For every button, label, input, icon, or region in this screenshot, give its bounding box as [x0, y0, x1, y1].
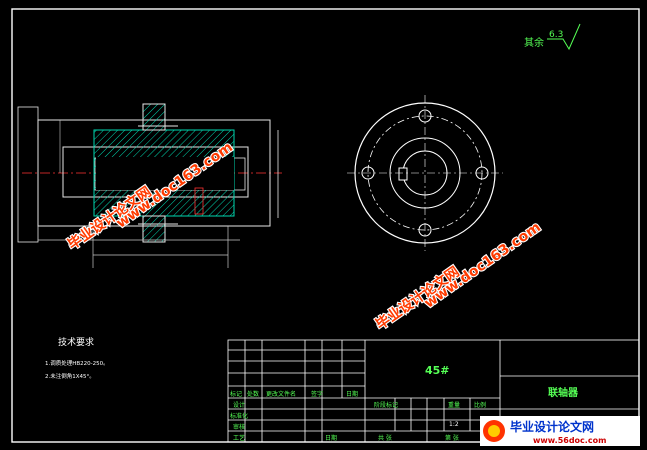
keyway — [194, 187, 204, 215]
surface-finish-symbol: 其余 6.3 — [524, 23, 581, 51]
bore-circle — [402, 150, 448, 196]
sheet-total: 共 张 — [378, 434, 392, 442]
keyway-slot — [398, 167, 408, 181]
watermark-lower: 毕业设计论文网 www.doc163.com — [371, 218, 545, 334]
surface-finish-label: 其余 — [524, 36, 544, 49]
row-label-standard: 标准化 — [230, 412, 248, 420]
date-label: 日期 — [325, 434, 337, 442]
title-block-border — [227, 339, 640, 443]
material-label: 45# — [425, 364, 450, 377]
scale-value: 1:2 — [449, 421, 459, 428]
tech-requirements-line-2: 2.未注倒角1X45°。 — [45, 372, 95, 380]
title-block — [227, 339, 640, 443]
row-label-design: 设计 — [233, 401, 245, 409]
col-label-mark: 标记 — [230, 390, 242, 398]
col-label-file: 更改文件名 — [266, 390, 296, 398]
ratio-label: 比例 — [474, 401, 486, 409]
part-name: 联轴器 — [548, 386, 579, 399]
row-label-review: 审核 — [233, 423, 245, 431]
logo-badge-inner — [488, 425, 500, 437]
end-view — [347, 95, 503, 251]
bolt-hole-bottom — [142, 215, 166, 243]
logo-text: 毕业设计论文网 — [510, 419, 594, 434]
tech-requirements-line-1: 1.调质处理HB220-250。 — [45, 359, 109, 367]
title-block-text: 45# 联轴器 标记 处数 更改文件名 签字 日期 设计 标准化 审核 工艺 日… — [230, 364, 579, 442]
sheet-no: 第 张 — [445, 434, 459, 442]
row-label-process: 工艺 — [233, 434, 245, 442]
section-view — [17, 103, 282, 268]
roughness-check-mark — [547, 23, 581, 51]
logo-plate — [480, 416, 640, 446]
col-label-date: 日期 — [346, 390, 358, 398]
tech-requirements-title: 技术要求 — [58, 336, 94, 348]
col-label-count: 处数 — [247, 390, 259, 398]
weight-label: 重量 — [448, 401, 460, 409]
tech-requirements: 技术要求 1.调质处理HB220-250。 2.未注倒角1X45°。 — [45, 336, 109, 380]
logo-url: www.56doc.com — [533, 436, 606, 445]
surface-finish-value: 6.3 — [549, 30, 563, 40]
col-label-sign: 签字 — [311, 390, 323, 398]
bolt-hole-top — [142, 103, 166, 131]
watermark-lower-url: www.doc163.com — [421, 219, 543, 311]
site-logo: 毕业设计论文网 www.56doc.com — [480, 416, 640, 446]
stage-label: 阶段标记 — [374, 401, 398, 409]
left-shaft-outline — [17, 106, 39, 243]
bore-clear — [96, 157, 234, 190]
